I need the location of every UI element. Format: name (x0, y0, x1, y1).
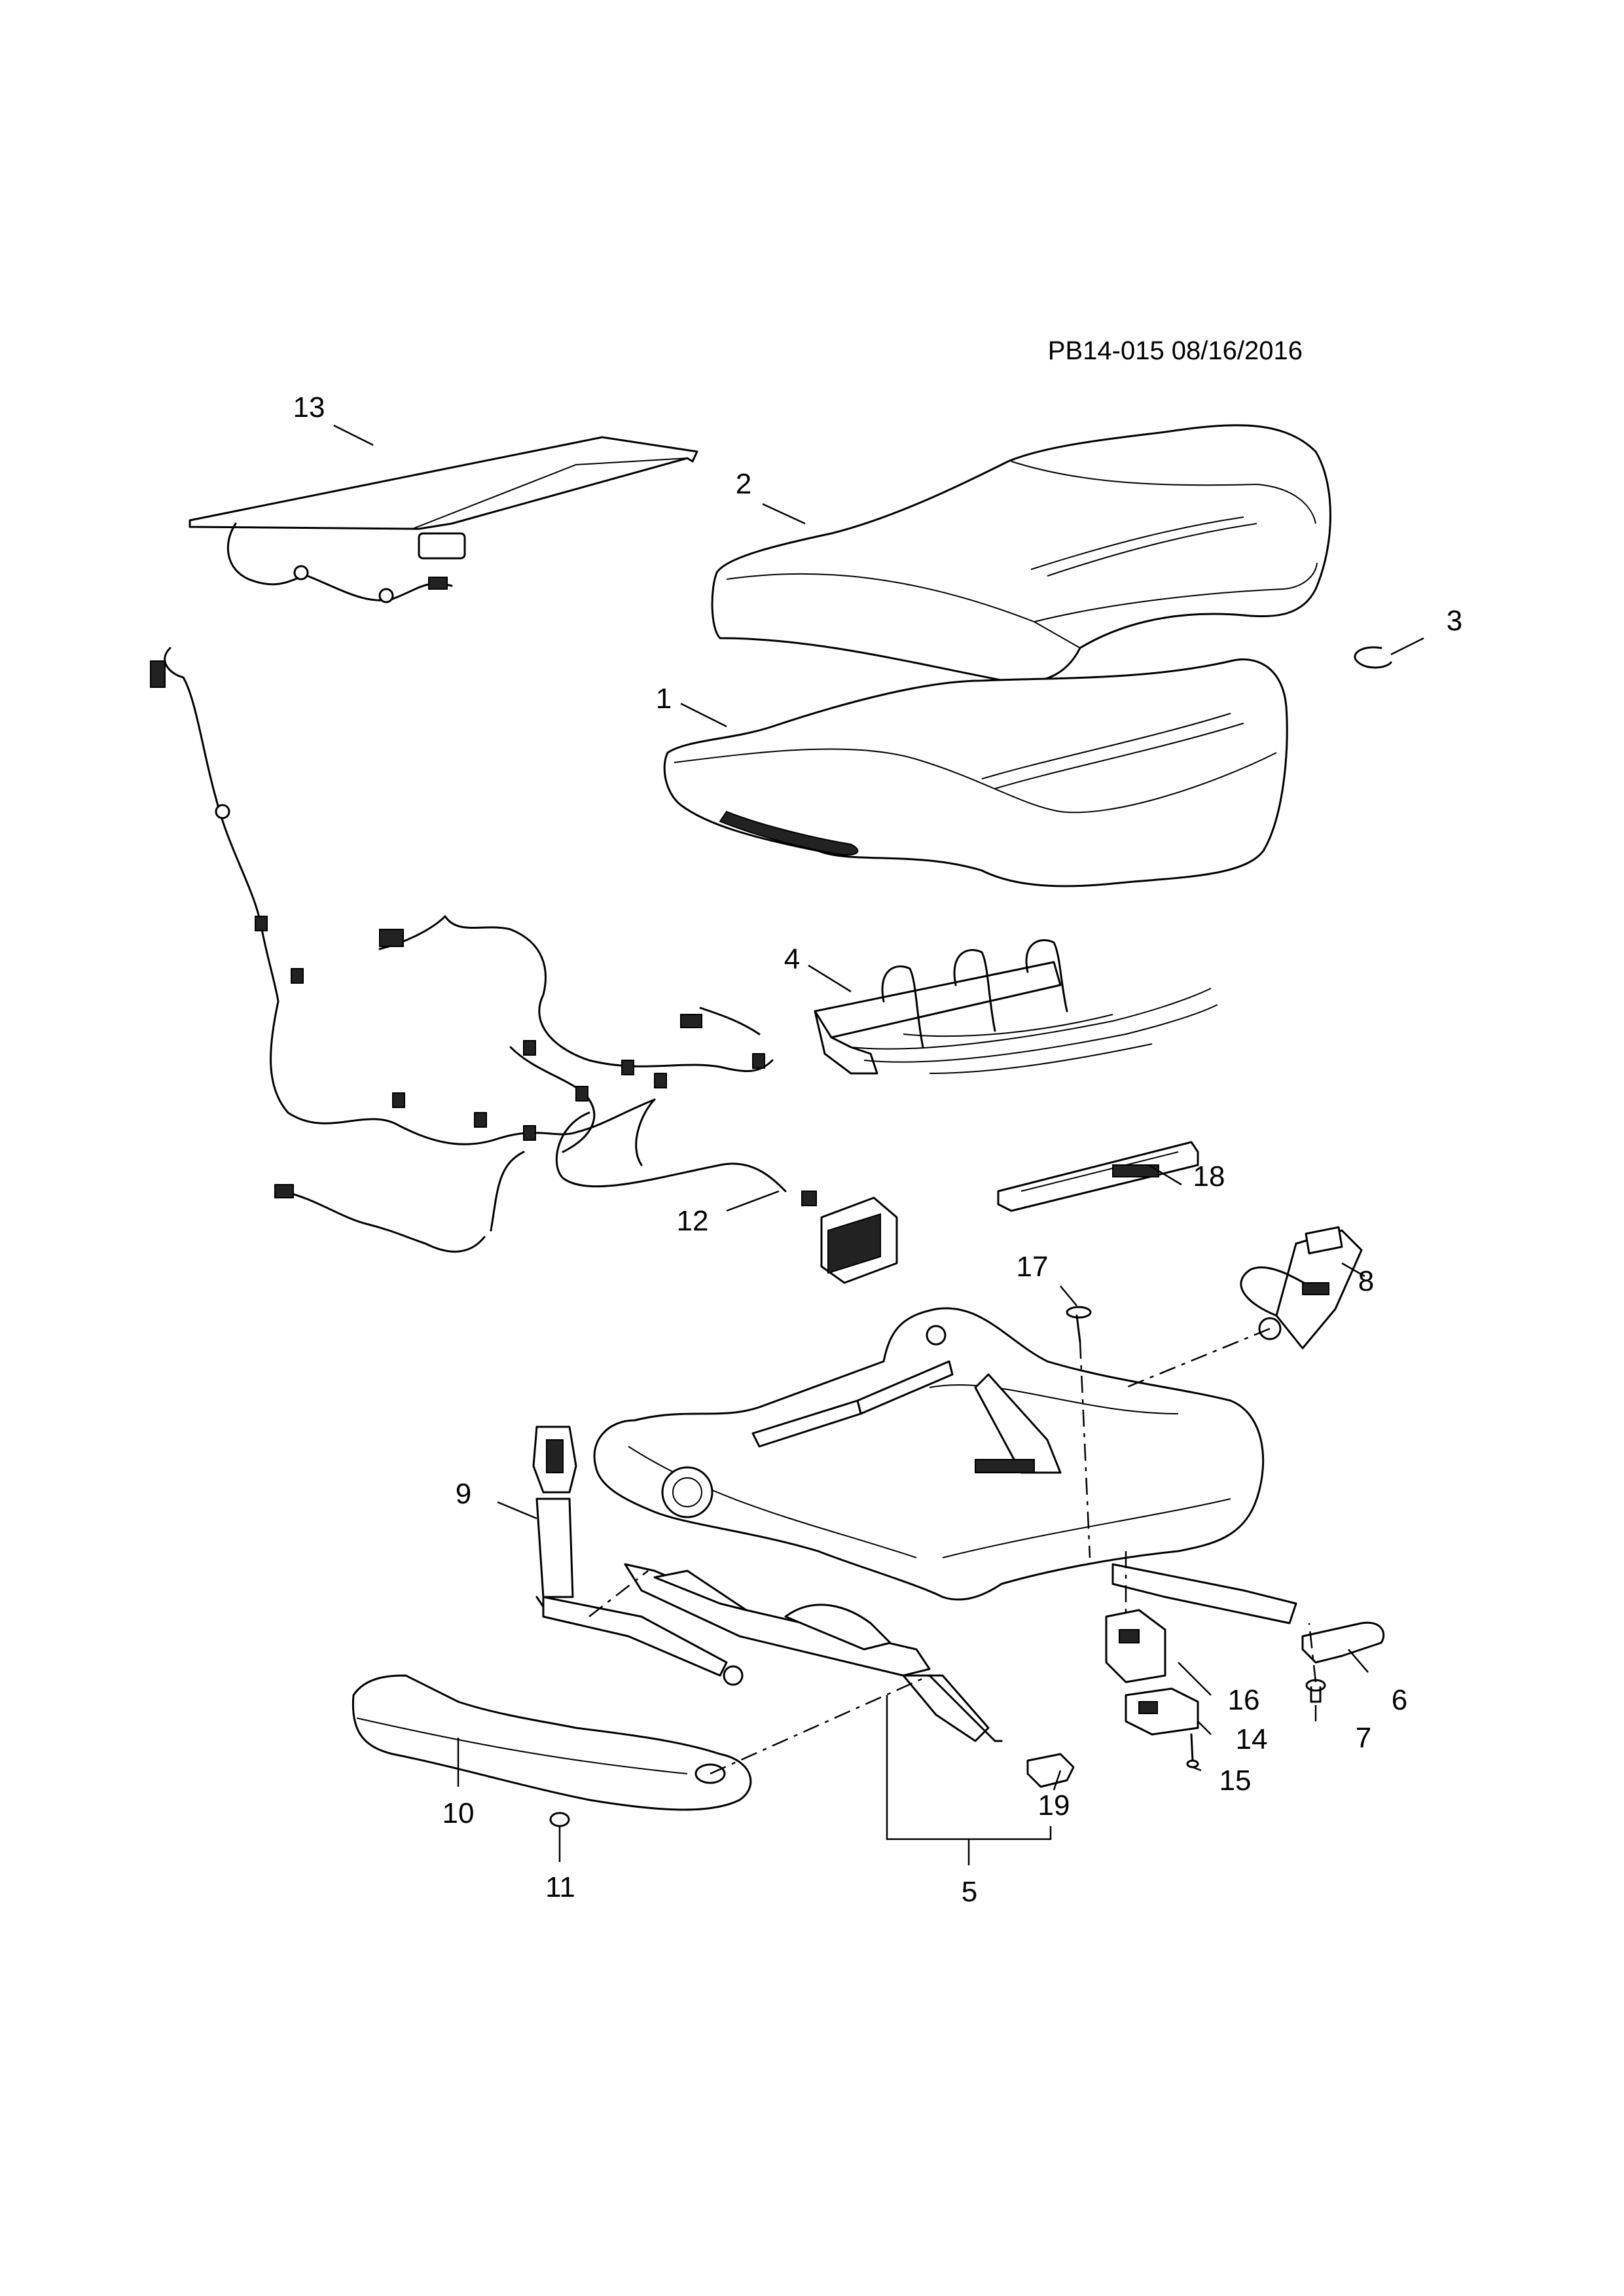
part-12-wiring-harness (150, 647, 898, 1284)
callout-10: 10 (442, 1797, 475, 1829)
callout-13: 13 (293, 391, 325, 423)
callout-labels: 13 2 3 1 4 18 12 17 8 9 6 16 7 14 15 19 … (293, 391, 1463, 1908)
part-4-suspension-mat (814, 939, 1218, 1075)
part-10-trim-panel (352, 1674, 752, 1811)
callout-8: 8 (1358, 1265, 1374, 1297)
assembly-lines (588, 1327, 1317, 1775)
part-15-screw (1186, 1733, 1199, 1768)
callout-5: 5 (962, 1876, 977, 1908)
leader-lines (333, 424, 1424, 1865)
callout-19: 19 (1038, 1789, 1070, 1821)
part-5-seat-track (624, 1563, 1003, 1742)
part-13-heater-pad (189, 436, 698, 603)
callout-9: 9 (456, 1478, 471, 1510)
callout-18: 18 (1193, 1160, 1225, 1193)
callout-2: 2 (736, 468, 751, 500)
callout-15: 15 (1219, 1765, 1252, 1797)
seat-frame (593, 1307, 1297, 1624)
callout-1: 1 (656, 683, 672, 715)
part-19-cap (1026, 1753, 1075, 1788)
part-7-fastener (1305, 1679, 1326, 1703)
callout-12: 12 (677, 1205, 709, 1237)
callout-14: 14 (1236, 1723, 1268, 1755)
callout-17: 17 (1017, 1251, 1049, 1283)
part-3-retainer (1354, 646, 1392, 669)
part-17-bolt (1066, 1306, 1092, 1343)
callout-4: 4 (784, 943, 800, 975)
part-1-cushion-pad (663, 658, 1288, 888)
callout-6: 6 (1392, 1684, 1407, 1716)
callout-11: 11 (545, 1871, 575, 1903)
part-11-screw (549, 1812, 570, 1827)
part-16-bracket (1105, 1609, 1166, 1683)
document-id: PB14-015 08/16/2016 (1048, 336, 1303, 365)
part-14-bracket (1125, 1687, 1199, 1736)
callout-3: 3 (1447, 605, 1462, 637)
part-2-cushion-cover (711, 424, 1331, 685)
part-6-handle (1301, 1621, 1385, 1664)
callout-16: 16 (1228, 1684, 1260, 1716)
part-8-buckle (1240, 1226, 1363, 1350)
callout-7: 7 (1356, 1722, 1371, 1754)
